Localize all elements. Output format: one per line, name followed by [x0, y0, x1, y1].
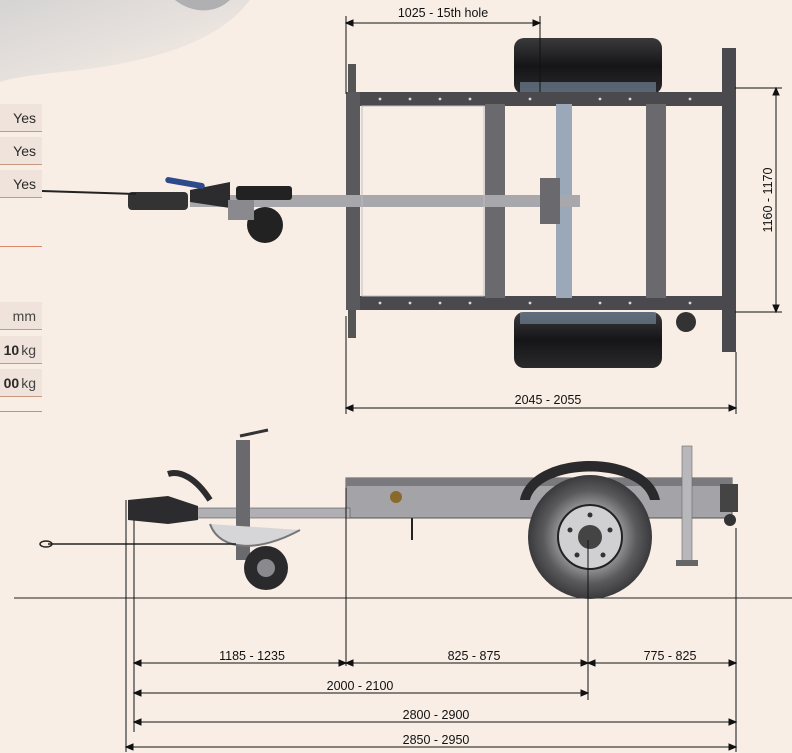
spec-row-4: mm — [0, 302, 42, 330]
side-dimensions — [124, 488, 738, 752]
spec-row-1: Yes — [0, 104, 42, 132]
dim-track-width: 1160 - 1170 — [761, 168, 775, 233]
spec-row-2: Yes — [0, 137, 42, 165]
dim-overall-length: 2800 - 2900 — [403, 708, 470, 722]
dim-drawbar-length: 1185 - 1235 — [219, 649, 285, 663]
dim-rear-overhang: 775 - 825 — [644, 649, 697, 663]
tire-top-right — [514, 312, 662, 368]
dim-to-axle: 2000 - 2100 — [327, 679, 394, 693]
car-silhouette — [0, 0, 250, 82]
spec-separator-bottom — [0, 411, 42, 412]
top-view — [41, 38, 736, 368]
dim-frame-length: 2045 - 2055 — [515, 393, 582, 407]
dim-hole-position: 1025 - 15th hole — [398, 6, 488, 20]
spec-row-3: Yes — [0, 170, 42, 198]
dim-total-length: 2850 - 2950 — [403, 733, 470, 747]
top-dimensions — [344, 16, 782, 414]
tire-top-left — [514, 38, 662, 94]
dim-axle-to-front: 825 - 875 — [448, 649, 501, 663]
spec-separator — [0, 246, 42, 247]
side-view — [14, 428, 792, 599]
